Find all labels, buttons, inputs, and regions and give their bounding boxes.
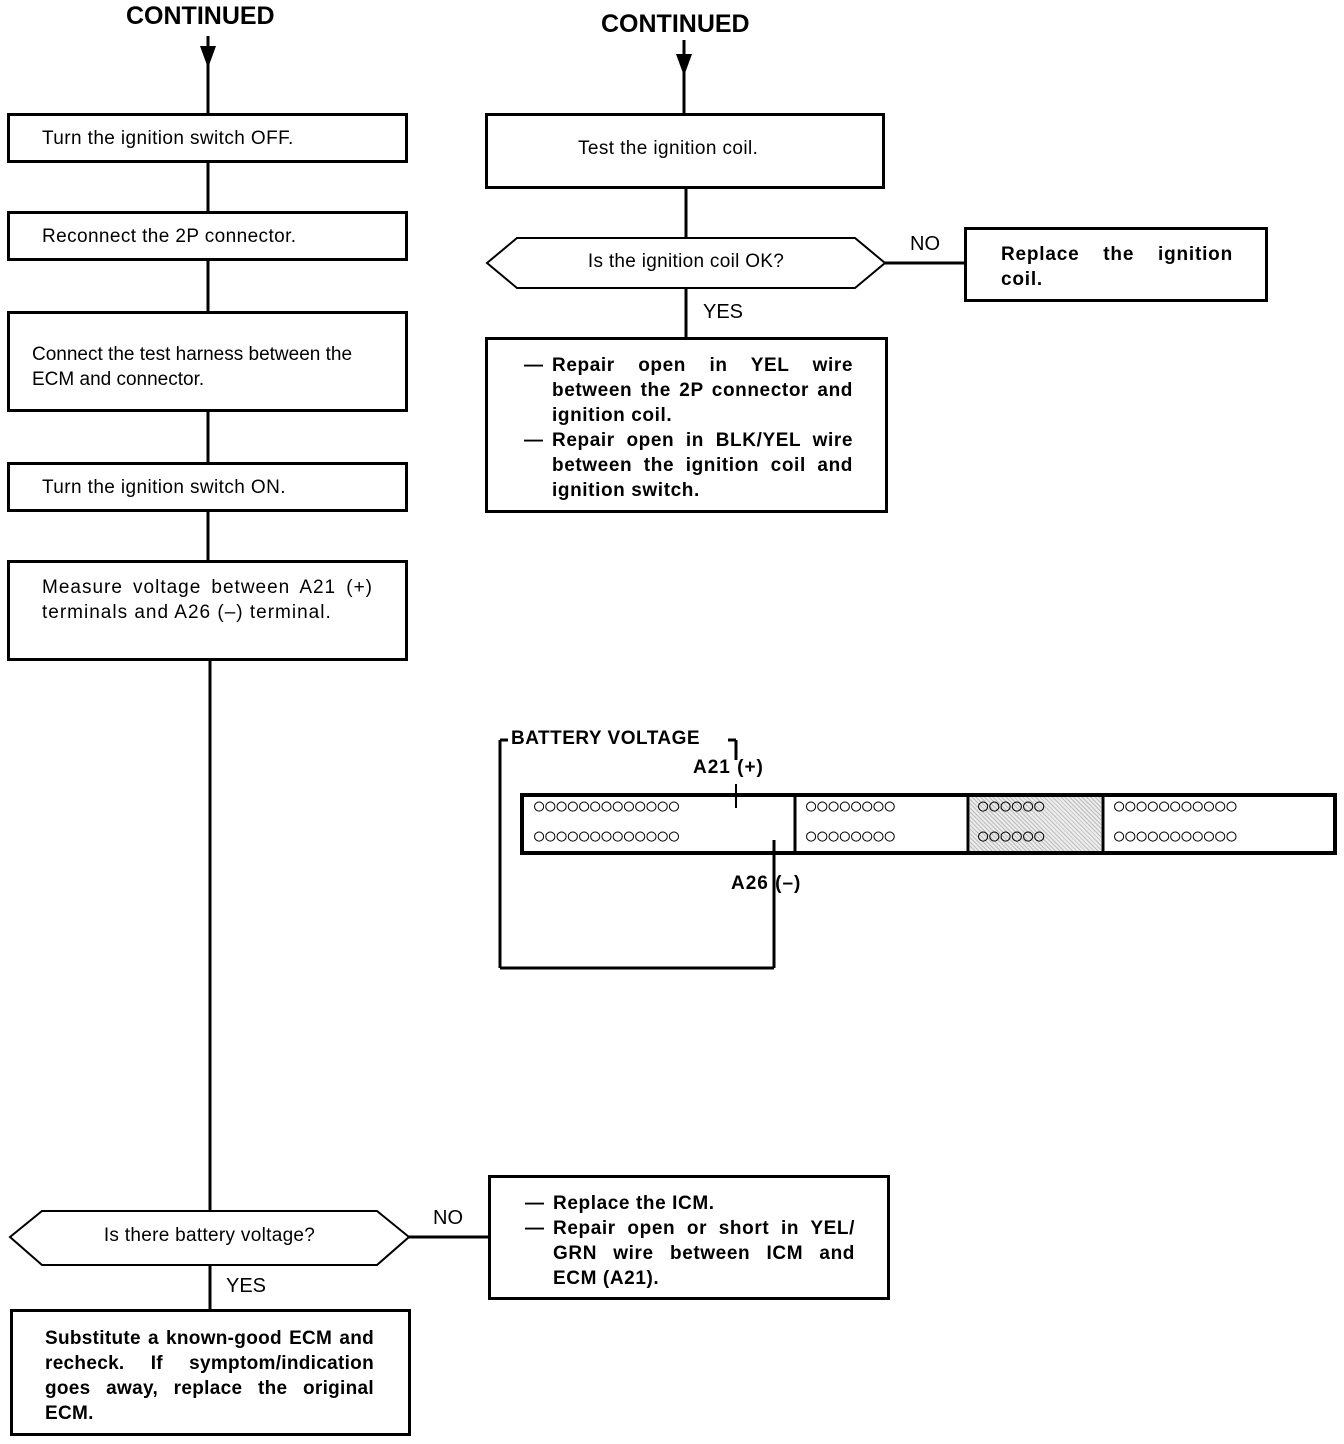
pin-row: ○○○○○○○○○○○○○ — [534, 796, 681, 816]
pin-row: ○○○○○○○○ — [806, 826, 896, 846]
coil-yes-action: Repair open in YEL wire between the 2P c… — [485, 337, 888, 513]
battery-no-action: Replace the ICM. Repair open or short in… — [488, 1175, 890, 1300]
decision-diamond-battery — [8, 1210, 411, 1266]
question-battery-voltage: Is there battery voltage? — [103, 1225, 316, 1246]
right-continued-heading: CONTINUED — [601, 10, 750, 38]
pin-row: ○○○○○○ — [978, 826, 1046, 846]
connector-shaded-section — [970, 797, 1101, 851]
coil-yes-label: YES — [703, 301, 744, 323]
battery-no-label: NO — [433, 1207, 463, 1229]
pin-row: ○○○○○○○○ — [806, 796, 896, 816]
pin-row: ○○○○○○ — [978, 796, 1046, 816]
action-replace-icm: Replace the ICM. — [525, 1191, 855, 1216]
coil-no-label: NO — [910, 233, 940, 255]
step-reconnect-2p: Reconnect the 2P connector. — [7, 211, 408, 261]
pin-row: ○○○○○○○○○○○ — [1114, 826, 1238, 846]
step-measure-voltage: Measure voltage between A21 (+) terminal… — [7, 560, 408, 661]
ecm-connector — [520, 793, 1337, 855]
battery-voltage-label: BATTERY VOLTAGE — [511, 728, 701, 749]
substitute-ecm-action: Substitute a known-good ECM and recheck.… — [10, 1309, 411, 1436]
left-continued-heading: CONTINUED — [126, 2, 275, 30]
a26-label: A26 (–) — [731, 873, 802, 894]
battery-yes-label: YES — [226, 1275, 267, 1297]
action-repair-blk-yel-wire: Repair open in BLK/YEL wire between the … — [524, 428, 853, 503]
step-ignition-off: Turn the ignition switch OFF. — [7, 113, 408, 163]
question-coil-ok: Is the ignition coil OK? — [587, 251, 785, 272]
action-repair-yel-grn: Repair open or short in YEL/ GRN wire be… — [525, 1216, 855, 1291]
pin-row: ○○○○○○○○○○○ — [1114, 796, 1238, 816]
action-repair-yel-wire: Repair open in YEL wire between the 2P c… — [524, 353, 853, 428]
measure-voltage-text: Measure voltage between A21 (+) terminal… — [42, 577, 373, 623]
a21-label: A21 (+) — [693, 757, 764, 778]
step-connect-harness: Connect the test harness between the ECM… — [7, 311, 408, 412]
decision-diamond-coil — [485, 237, 887, 289]
step-ignition-on: Turn the ignition switch ON. — [7, 462, 408, 512]
step-test-coil: Test the ignition coil. — [485, 113, 885, 189]
replace-coil-action: Replace the ignition coil. — [964, 227, 1268, 302]
pin-row: ○○○○○○○○○○○○○ — [534, 826, 681, 846]
